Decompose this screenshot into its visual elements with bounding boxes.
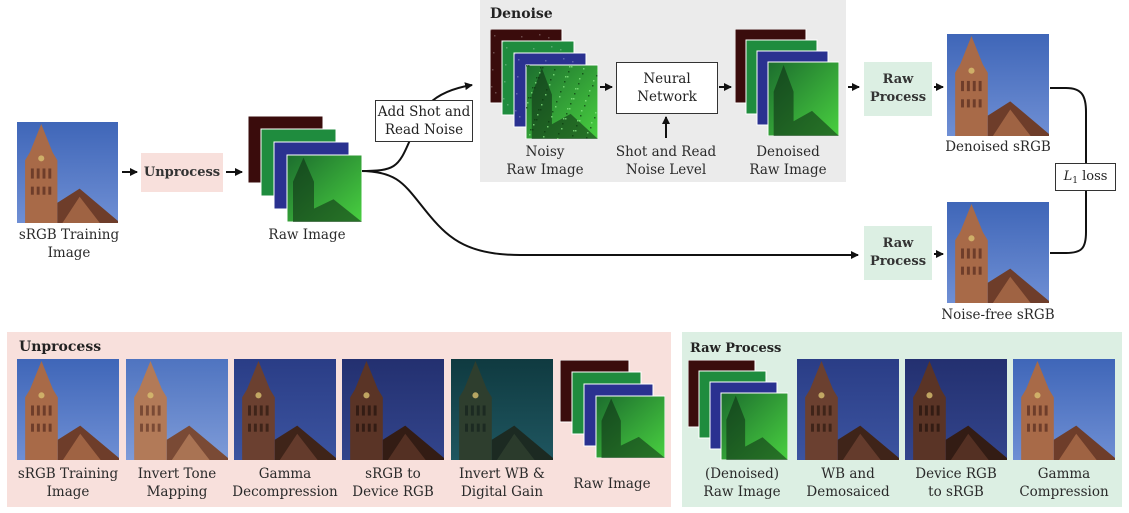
denoised-raw-stack (735, 29, 839, 136)
neural-network-box: Neural Network (616, 62, 718, 114)
unprocess-step6-stack (560, 360, 665, 458)
denoised-raw-label: Denoised Raw Image (749, 144, 827, 178)
branch-to-raw-process (359, 170, 859, 259)
noisy-raw-stack (490, 29, 598, 139)
unprocess-panel-title: Unprocess (19, 339, 102, 355)
unprocess-node: Unprocess (141, 153, 223, 192)
unprocess-step3-photo (234, 359, 336, 460)
rawprocess-step3-photo (905, 359, 1007, 460)
raw-process-bottom-node: Raw Process (864, 226, 932, 280)
rawprocess-step1-label: (Denoised)Raw Image (703, 466, 781, 500)
unprocess-step4-photo (342, 359, 444, 460)
denoised-srgb-label: Denoised sRGB (945, 139, 1051, 155)
unprocess-step2-photo (126, 359, 228, 460)
add-noise-box: Add Shot and Read Noise (375, 100, 473, 142)
denoise-panel-title: Denoise (490, 6, 553, 22)
rawprocess-panel-title: Raw Process (690, 341, 782, 356)
unprocess-step5-label: Invert WB &Digital Gain (459, 466, 545, 500)
srgb-training-label: sRGB Training Image (18, 227, 120, 261)
denoised-srgb-photo (947, 34, 1049, 136)
noise-free-srgb-photo (947, 202, 1049, 303)
rawprocess-step1-stack (688, 360, 788, 460)
srgb-training-photo (17, 122, 118, 223)
unprocess-step5-photo (451, 359, 553, 460)
noise-free-srgb-label: Noise-free sRGB (941, 307, 1055, 323)
unprocess-step6-label: Raw Image (573, 476, 651, 492)
shot-read-noise-level-label: Shot and Read Noise Level (615, 144, 717, 178)
rawprocess-step4-photo (1013, 359, 1115, 460)
unprocess-step1-photo (17, 359, 119, 460)
raw-process-top-node: Raw Process (864, 62, 932, 116)
raw-image-label: Raw Image (268, 227, 346, 243)
raw-image-stack (248, 116, 362, 222)
rawprocess-step2-photo (797, 359, 899, 460)
noisy-raw-label: Noisy Raw Image (506, 144, 584, 178)
